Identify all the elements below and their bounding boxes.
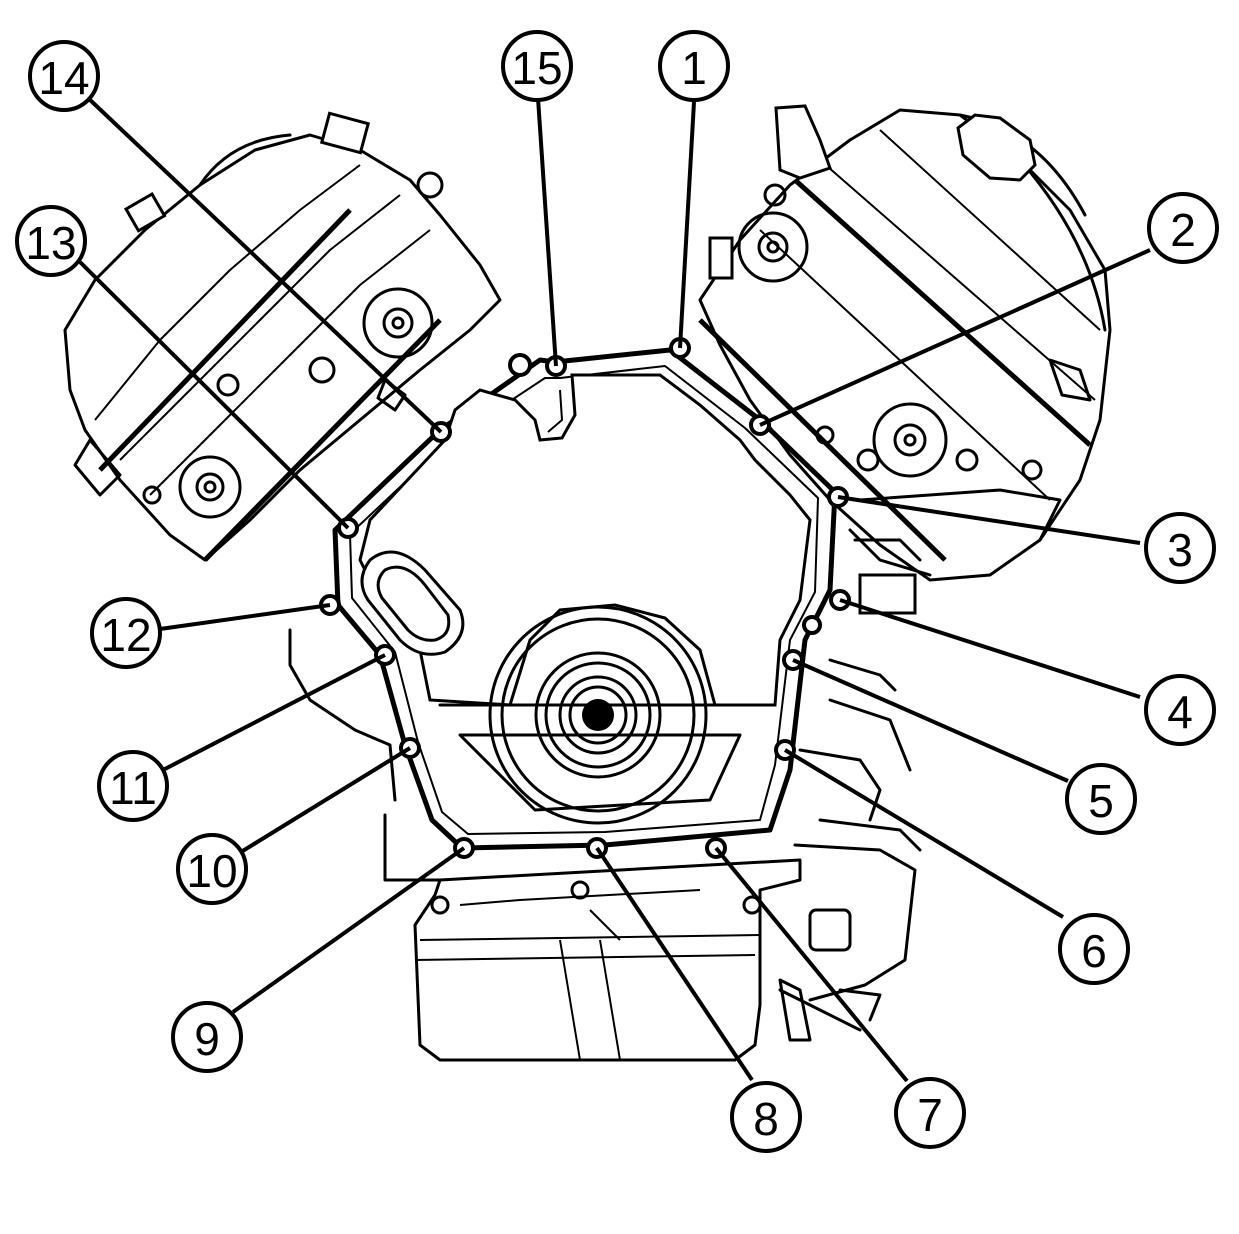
callout-1: 1 (658, 30, 730, 102)
callout-label-3: 3 (1167, 524, 1193, 576)
callout-label-9: 9 (194, 1013, 220, 1065)
leader-3 (837, 495, 1141, 545)
callout-label-6: 6 (1081, 925, 1107, 977)
callout-8: 8 (730, 1081, 802, 1153)
callout-label-12: 12 (100, 609, 151, 661)
callout-9: 9 (171, 1001, 243, 1073)
crankshaft-balancer (488, 605, 708, 825)
callout-2: 2 (1147, 192, 1219, 264)
leader-1 (678, 101, 696, 349)
callout-11: 11 (97, 750, 169, 822)
callout-label-7: 7 (917, 1089, 943, 1141)
callout-12: 12 (90, 597, 162, 669)
leader-9 (231, 846, 466, 1014)
callout-13: 13 (15, 205, 87, 277)
callout-label-10: 10 (186, 845, 237, 897)
leader-14 (86, 96, 443, 434)
callout-label-4: 4 (1167, 686, 1193, 738)
leader-2 (759, 248, 1151, 427)
leader-13 (78, 260, 350, 530)
callout-label-15: 15 (511, 42, 562, 94)
callout-7: 7 (894, 1077, 966, 1149)
leader-6 (783, 748, 1065, 919)
callout-label-13: 13 (25, 217, 76, 269)
leader-15 (536, 97, 558, 367)
leader-10 (239, 746, 412, 854)
callout-label-14: 14 (38, 52, 89, 104)
callout-6: 6 (1058, 913, 1130, 985)
crankshaft-center (582, 699, 614, 731)
callout-4: 4 (1144, 674, 1216, 746)
callout-3: 3 (1144, 512, 1216, 584)
dowel-right (802, 615, 822, 635)
callout-5: 5 (1065, 763, 1137, 835)
oil-pan (413, 858, 802, 1062)
callout-15: 15 (501, 30, 573, 102)
callouts: 1 2 3 4 5 6 7 8 (15, 30, 1219, 1153)
callout-10: 10 (176, 833, 248, 905)
dowel-left (508, 353, 532, 377)
right-cylinder-head (698, 104, 1112, 615)
leader-lines (78, 96, 1151, 1083)
leader-11 (162, 653, 386, 772)
engine-block-lower (288, 628, 922, 1042)
leader-5 (792, 658, 1069, 783)
leader-8 (595, 846, 754, 1082)
callout-label-8: 8 (753, 1093, 779, 1145)
callout-label-11: 11 (109, 762, 157, 814)
oil-pump-slot (360, 550, 465, 656)
callout-14: 14 (28, 40, 100, 112)
callout-label-1: 1 (681, 42, 707, 94)
left-cylinder-head (63, 111, 502, 562)
callout-label-5: 5 (1088, 775, 1114, 827)
callout-label-2: 2 (1170, 204, 1196, 256)
leader-12 (159, 603, 331, 631)
leader-4 (839, 598, 1141, 699)
leader-7 (714, 846, 909, 1083)
timing-cover-opening (358, 373, 812, 707)
